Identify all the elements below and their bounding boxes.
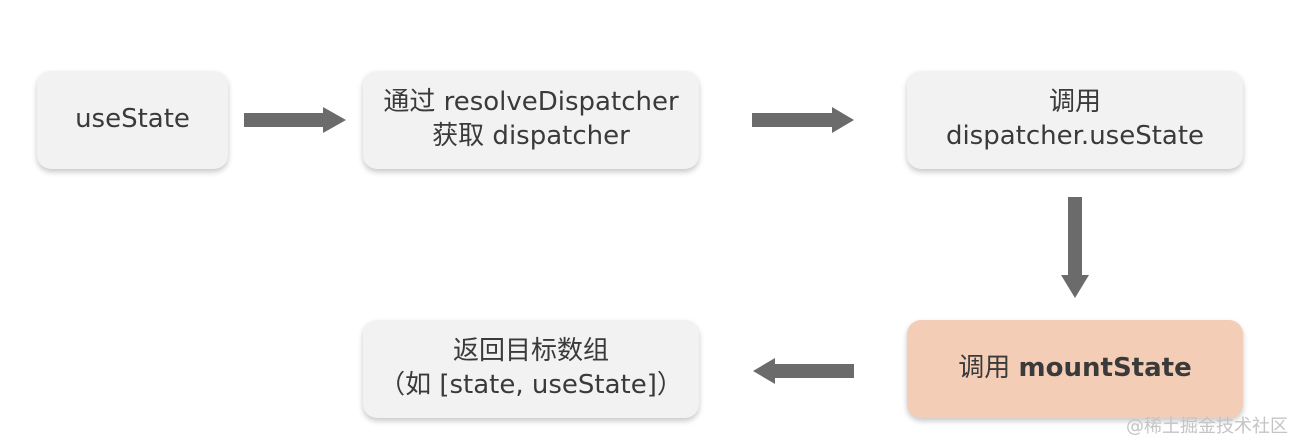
node-mount-state-emphasis: mountState (1018, 353, 1192, 384)
arrow-resolve-to-call-dispatcher (752, 107, 854, 133)
node-mount-state: 调用 mountState (907, 320, 1243, 418)
node-call-dispatcher-line1: 调用 (1048, 87, 1101, 118)
watermark: @稀土掘金技术社区 (1126, 416, 1288, 437)
arrow-mount-state-to-return (753, 358, 854, 384)
arrow-usestate-to-resolve (244, 107, 346, 133)
node-mount-state-prefix: 调用 (958, 353, 1019, 384)
arrow-call-dispatcher-to-mount-state (1061, 197, 1089, 298)
node-return-array-line2: （如 [state, useState]） (379, 370, 683, 400)
node-return-array-line1: 返回目标数组 (452, 336, 609, 367)
node-resolve-dispatcher: 通过 resolveDispatcher 获取 dispatcher (363, 71, 699, 169)
node-return-array: 返回目标数组 （如 [state, useState]） (363, 320, 699, 418)
node-resolve-dispatcher-line2: 获取 dispatcher (432, 121, 630, 151)
node-use-state-label: useState (75, 104, 190, 135)
node-resolve-dispatcher-line1: 通过 resolveDispatcher (383, 87, 679, 118)
node-use-state: useState (37, 71, 228, 169)
node-call-dispatcher: 调用 dispatcher.useState (907, 71, 1243, 169)
node-call-dispatcher-line2: dispatcher.useState (945, 121, 1205, 151)
node-mount-state-label: 调用 mountState (958, 352, 1191, 386)
